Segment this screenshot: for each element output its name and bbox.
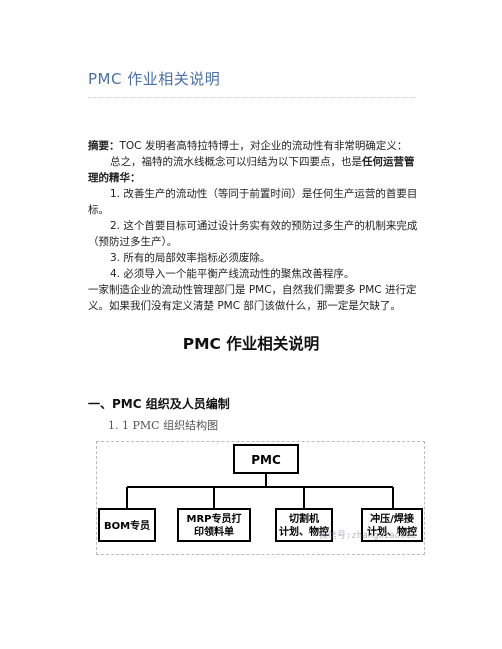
section-heading: 一、PMC 组织及人员编制 <box>88 397 230 411</box>
document-header-title: PMC 作业相关说明 <box>88 70 221 88</box>
org-child-box-2 <box>177 508 251 542</box>
summary-line-2: 总之，福特的流水线概念可以归结为以下四要点，也是任何运营管理的精华： <box>88 154 418 186</box>
watermark: 微信号:zhangxiaoxue <box>319 531 417 541</box>
summary-line1-text: TOC 发明者高特拉特博士，对企业的流动性有非常明确定义： <box>119 140 408 152</box>
org-chart: PMC BOM专员 MRP专员打印领料单 切割机计划、物控 冲压/焊接计划、物控 <box>98 444 423 542</box>
summary-point-4: 4. 必须导入一个能平衡产线流动性的聚焦改善程序。 <box>110 268 355 280</box>
summary-label: 摘要： <box>88 140 120 152</box>
main-title: PMC 作业相关说明 <box>182 335 320 353</box>
org-child-box-1 <box>98 508 156 542</box>
summary-closing: 一家制造企业的流动性管理部门是 PMC，自然我们需要多 PMC 进行定义。如果我… <box>88 284 417 312</box>
summary-point-2: 2. 这个首要目标可通过设计务实有效的预防过多生产的机制来完成（预防过多生产）。 <box>88 220 418 248</box>
org-child-label-2: MRP专员打印领料单 <box>187 512 242 538</box>
summary-point-1: 1. 改善生产的流动性（等同于前置时间）是任何生产运营的首要目标。 <box>88 188 418 216</box>
org-child-box-4 <box>361 508 423 542</box>
title-divider <box>88 97 416 98</box>
subsection-heading: 1. 1 PMC 组织结构图 <box>108 419 219 432</box>
org-root-label: PMC <box>251 453 281 467</box>
summary-line-1: 摘要：TOC 发明者高特拉特博士，对企业的流动性有非常明确定义： <box>88 138 418 154</box>
org-child-label-4: 冲压/焊接计划、物控 <box>367 512 417 538</box>
summary-block: 摘要：TOC 发明者高特拉特博士，对企业的流动性有非常明确定义： 总之，福特的流… <box>88 138 418 314</box>
org-child-label-1: BOM专员 <box>104 519 150 532</box>
summary-line2-bold: 任何运营管理的精华： <box>88 156 415 184</box>
org-chart-frame <box>96 441 425 555</box>
summary-line2-text: 总之，福特的流水线概念可以归结为以下四要点，也是 <box>110 156 362 168</box>
summary-point-3: 3. 所有的局部效率指标必须废除。 <box>110 252 271 264</box>
org-child-label-3: 切割机计划、物控 <box>279 512 329 538</box>
org-child-box-3 <box>275 508 333 542</box>
